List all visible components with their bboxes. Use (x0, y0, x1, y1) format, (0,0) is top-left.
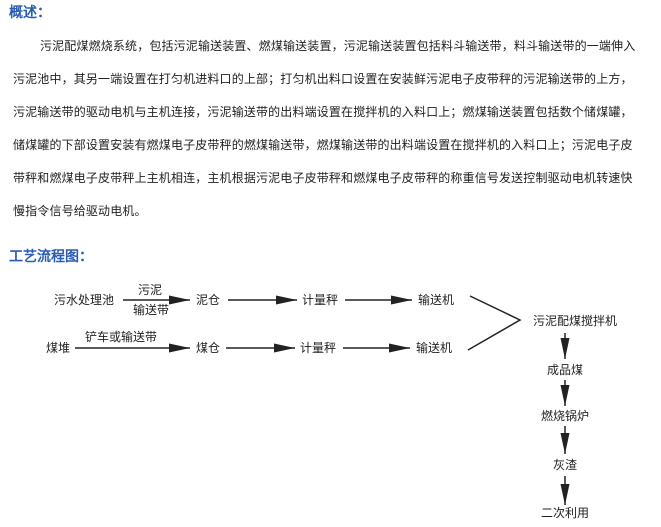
node-ash: 灰渣 (553, 458, 578, 472)
node-product-coal: 成品煤 (547, 363, 584, 377)
paragraph-line: 污泥输送带的驱动电机与主机连接，污泥输送带的出料端设置在搅拌机的入料口上；燃煤输… (13, 105, 633, 119)
flow-heading: 工艺流程图： (9, 249, 93, 265)
paragraph-line: 污泥配煤燃烧系统，包括污泥输送装置、燃煤输送装置，污泥输送装置包括料斗输送带，料… (40, 39, 636, 53)
node-boiler: 燃烧锅炉 (541, 409, 590, 423)
node-sewage-pool: 污水处理池 (54, 293, 115, 307)
node-scale: 计量秤 (300, 341, 337, 355)
node-coal-bin: 煤仓 (196, 341, 221, 355)
node-mixer: 污泥配煤搅拌机 (533, 314, 618, 328)
node-conveyor: 输送机 (418, 293, 455, 307)
node-scale: 计量秤 (302, 293, 339, 307)
label-belt: 输送带 (133, 303, 170, 317)
paragraph-line: 慢指令信号给驱动电机。 (13, 204, 147, 218)
node-coal-pile: 煤堆 (46, 341, 71, 355)
node-sludge-bin: 泥仓 (196, 293, 221, 307)
node-reuse: 二次利用 (541, 506, 590, 520)
overview-heading: 概述： (9, 5, 51, 21)
merge-lines (467, 295, 522, 351)
label-sludge: 污泥 (138, 283, 163, 297)
paragraph-line: 污泥池中，其另一端设置在打匀机进料口的上部；打匀机出料口设置在安装鲜污泥电子皮带… (13, 72, 633, 86)
node-conveyor: 输送机 (416, 341, 453, 355)
paragraph-line: 储煤罐的下部设置安装有燃煤电子皮带秤的燃煤输送带，燃煤输送带的出料端设置在搅拌机… (13, 138, 633, 152)
label-loader: 铲车或输送带 (85, 330, 158, 344)
paragraph-line: 带秤和燃煤电子皮带秤上主机相连，主机根据污泥电子皮带秤和燃煤电子皮带秤的称重信号… (13, 171, 633, 185)
